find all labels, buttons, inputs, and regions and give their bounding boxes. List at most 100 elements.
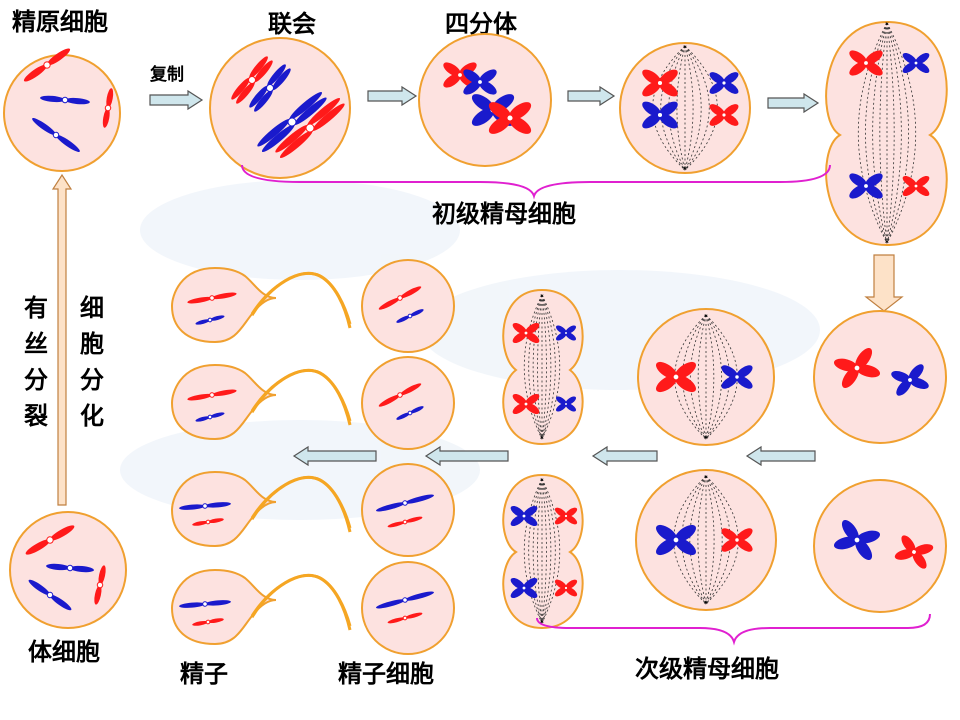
chromosome-x	[556, 325, 576, 341]
label-synapsis: 联会	[268, 10, 316, 38]
label-primary-spermatocyte: 初级精母细胞	[432, 200, 576, 228]
svg-text:*: *	[704, 474, 708, 482]
chromosome-x	[656, 361, 696, 393]
chromosome-x	[656, 524, 696, 556]
arrow-replication	[149, 89, 204, 111]
spindle-fibres: **	[652, 44, 718, 174]
label-somatic-cell: 体细胞	[28, 638, 100, 666]
arrow-synapsis-to-tetrad	[367, 85, 418, 107]
chromosome-x	[709, 72, 739, 94]
svg-text:丝: 丝	[24, 330, 48, 358]
chromosome-x	[894, 535, 934, 569]
cell-spermatid-4	[361, 561, 455, 655]
sperm-4	[170, 568, 352, 646]
arrow-spermatid-to-sperm	[292, 445, 377, 467]
spindle-fibres: **	[523, 293, 561, 443]
chromosome	[396, 309, 424, 323]
sperm-3	[170, 470, 352, 548]
chromosome	[396, 406, 424, 420]
spindle-fibres: **	[673, 474, 739, 608]
chromosome-x	[512, 322, 540, 344]
chromosome	[179, 502, 231, 510]
chromosome	[376, 591, 434, 609]
svg-text:*: *	[704, 313, 708, 321]
chromosome-x	[512, 393, 540, 415]
svg-text:有: 有	[24, 294, 48, 322]
svg-text:细: 细	[80, 294, 104, 322]
label-spermatid: 精子细胞	[338, 660, 434, 688]
chromosome-x	[849, 173, 883, 199]
label-replication: 复制	[149, 64, 184, 85]
cell-anaphase-ii-1: **	[502, 288, 584, 446]
sperm-2	[170, 363, 352, 441]
cell-anaphase-i: **	[825, 20, 948, 247]
arrow-metaphase-to-anaphase	[767, 92, 820, 114]
svg-text:*: *	[540, 619, 544, 627]
chromosome-red-short	[102, 88, 114, 128]
cell-metaphase-ii-1: **	[637, 308, 775, 446]
chromosome	[187, 389, 237, 401]
svg-text:*: *	[885, 21, 889, 29]
spindle-fibres: **	[523, 477, 561, 627]
label-mitosis: 有 丝 分 裂	[24, 294, 48, 430]
cell-anaphase-ii-2: **	[502, 473, 584, 630]
cell-secondary-2	[813, 479, 947, 613]
arrow-tetrad-to-metaphase	[567, 85, 616, 107]
label-sperm: 精子	[180, 660, 228, 688]
svg-text:*: *	[540, 435, 544, 443]
chromosome	[46, 563, 94, 573]
chromosome-x	[554, 579, 578, 597]
cell-metaphase-i: **	[619, 42, 751, 174]
arrow-anaphase-to-secondary	[864, 254, 904, 312]
sperm-1	[170, 266, 352, 344]
svg-text:分: 分	[24, 366, 48, 394]
arrow-secondary-to-metaphase-ii	[745, 445, 816, 467]
svg-text:*: *	[683, 44, 687, 52]
chromosome	[28, 579, 72, 611]
brace-primary-spermatocyte	[241, 164, 831, 200]
label-spermatogonium: 精原细胞	[12, 8, 108, 36]
chromosome-x	[833, 348, 881, 388]
arrow-somatic-to-spermatogonium	[51, 173, 73, 506]
chromosome-x	[510, 505, 538, 527]
chromosome-x	[642, 69, 678, 97]
chromosome	[387, 516, 423, 528]
chromosome-red-pair-2	[275, 97, 345, 159]
svg-text:*: *	[704, 435, 708, 443]
cell-somatic	[9, 511, 127, 629]
svg-text:分: 分	[80, 366, 104, 394]
svg-text:*: *	[704, 600, 708, 608]
chromosome-blue-long	[32, 118, 80, 152]
chromosome	[387, 612, 423, 624]
chromosome-x	[642, 101, 678, 129]
chromosome	[187, 292, 237, 304]
chromosome	[378, 383, 422, 407]
svg-text:*: *	[540, 293, 544, 301]
chromosome	[195, 412, 225, 422]
chromosome	[376, 494, 434, 512]
arrow-metaphase-ii-to-anaphase-ii	[591, 445, 658, 467]
chromosome	[179, 600, 231, 608]
cell-spermatid-3	[361, 463, 455, 557]
brace-secondary-spermatocyte	[536, 613, 931, 646]
chromosome-blue-pair-2	[257, 91, 327, 153]
svg-text:*: *	[540, 477, 544, 485]
arrow-anaphase-ii-to-spermatid	[424, 445, 509, 467]
cell-secondary-1	[813, 310, 947, 444]
tetrad-blue-1	[463, 69, 497, 95]
cell-spermatid-2	[361, 356, 455, 450]
label-secondary-spermatocyte: 次级精母细胞	[635, 655, 779, 683]
svg-text:胞: 胞	[80, 330, 104, 358]
svg-text:化: 化	[80, 402, 104, 430]
chromosome-x	[902, 52, 930, 74]
cell-spermatid-1	[361, 259, 455, 353]
cell-tetrad	[418, 33, 552, 167]
chromosome-red-pair-1	[231, 56, 273, 104]
chromosome-x	[709, 104, 739, 126]
chromosome-x	[721, 528, 753, 552]
chromosome-x	[556, 396, 576, 412]
svg-text:*: *	[885, 239, 889, 247]
chromosome-x	[554, 507, 578, 525]
chromosome-x	[721, 365, 753, 389]
chromosome-x	[833, 520, 881, 560]
